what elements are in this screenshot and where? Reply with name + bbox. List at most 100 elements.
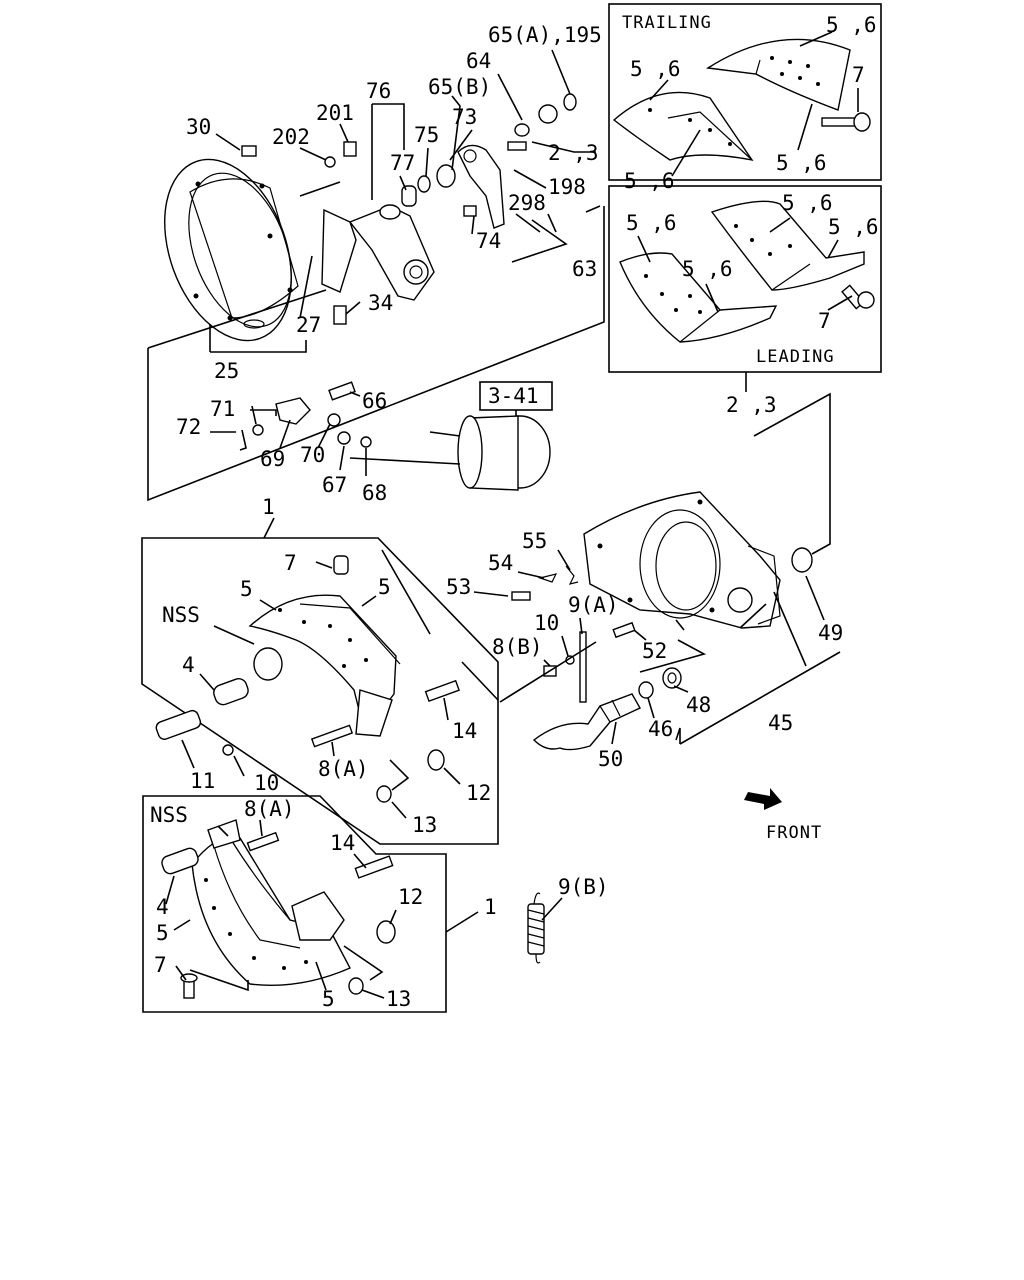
label-68: 68: [362, 481, 387, 505]
label-4-mid: 4: [182, 653, 195, 677]
front-arrow-icon: [744, 788, 782, 810]
label-8a-bottom: 8(A): [244, 797, 295, 821]
label-8b: 8(B): [492, 635, 543, 659]
trailing-bolt-icon: [821, 112, 871, 132]
label-leading-5-6-c: 5 ,6: [828, 215, 879, 239]
leading-shoe-lining-right: [710, 200, 865, 291]
shoe-assembly-box-2: NSS 8(A) 14 4 12 5 1 7 5 13: [142, 795, 497, 1013]
label-53: 53: [446, 575, 471, 599]
label-14-bottom: 14: [330, 831, 355, 855]
label-trailing-5-6-c: 5 ,6: [776, 151, 827, 175]
label-64: 64: [466, 49, 491, 73]
label-298: 298: [508, 191, 546, 215]
chamber-bracket-icon: [239, 381, 372, 451]
label-9a: 9(A): [568, 593, 619, 617]
label-69: 69: [260, 447, 285, 471]
spider-housing-icon: [583, 491, 813, 629]
label-5-mid-left: 5: [240, 577, 253, 601]
label-12-bottom: 12: [398, 885, 423, 909]
leading-shoe-lining-left: [619, 252, 778, 343]
brake-shoe-icon: [248, 594, 401, 737]
label-201: 201: [316, 101, 354, 125]
shoe-assembly-box-1: 1 7 5 5 NSS 4 11 10 8(A) 14 12: [141, 495, 499, 845]
label-1-top: 1: [262, 495, 275, 519]
slack-adjuster-icon: [401, 144, 505, 229]
label-9b: 9(B): [558, 875, 609, 899]
springs-pins-icon: [511, 565, 636, 703]
brake-shoe-lower-icon: [191, 819, 351, 986]
leading-bolt-icon: [841, 284, 875, 310]
label-nss-top: NSS: [162, 603, 200, 627]
label-198: 198: [548, 175, 586, 199]
lower-pins-icon: [161, 831, 396, 999]
label-7-mid: 7: [284, 551, 297, 575]
spring-9b-icon: [527, 892, 545, 964]
front-direction-label: FRONT: [766, 823, 822, 843]
trailing-shoe-lining-upper: [705, 38, 851, 111]
trailing-shoe-box: TRAILING 5 ,6 5 ,6 7 5 ,6 5 ,6: [608, 3, 882, 193]
label-70: 70: [300, 443, 325, 467]
label-14-mid: 14: [452, 719, 477, 743]
label-65a-195: 65(A),195: [488, 23, 602, 47]
label-5-bottom-right: 5: [322, 987, 335, 1011]
label-10-left: 10: [254, 771, 279, 795]
ref-box-3-41: 3-41: [479, 381, 553, 430]
label-46: 46: [648, 717, 673, 741]
label-71: 71: [210, 397, 235, 421]
leading-shoe-box: LEADING 5 ,6 5 ,6 5 ,6 5 ,6 7: [608, 185, 882, 373]
label-63: 63: [572, 257, 597, 281]
label-trailing-5-6-b: 5 ,6: [630, 57, 681, 81]
leading-caption: LEADING: [756, 347, 835, 367]
label-55: 55: [522, 529, 547, 553]
label-25: 25: [214, 359, 239, 383]
label-52: 52: [642, 639, 667, 663]
label-202: 202: [272, 125, 310, 149]
label-8a-mid: 8(A): [318, 757, 369, 781]
label-2-3-mid: 2 ,3: [726, 393, 777, 417]
bracket-icon: [321, 204, 435, 301]
label-5-mid-right: 5: [378, 575, 391, 599]
label-75: 75: [414, 123, 439, 147]
label-trailing-7: 7: [852, 63, 865, 87]
label-leading-7: 7: [818, 309, 831, 333]
label-49: 49: [818, 621, 843, 645]
label-74: 74: [476, 229, 501, 253]
label-2-3-top: 2 ,3: [548, 141, 599, 165]
label-5-bottom-left: 5: [156, 921, 169, 945]
label-10-right: 10: [534, 611, 559, 635]
trailing-caption: TRAILING: [622, 13, 712, 33]
camshaft-icon: [532, 667, 682, 751]
label-13-mid: 13: [412, 813, 437, 837]
label-50: 50: [598, 747, 623, 771]
label-66: 66: [362, 389, 387, 413]
label-48: 48: [686, 693, 711, 717]
label-65b: 65(B): [428, 75, 491, 99]
label-leading-5-6-d: 5 ,6: [682, 257, 733, 281]
backing-plate-icon: [164, 158, 299, 342]
label-4-bottom: 4: [156, 895, 169, 919]
label-45: 45: [768, 711, 793, 735]
label-leading-5-6-a: 5 ,6: [626, 211, 677, 235]
label-72: 72: [176, 415, 201, 439]
label-12-mid: 12: [466, 781, 491, 805]
brake-chamber-icon: [349, 415, 551, 491]
label-67: 67: [322, 473, 347, 497]
label-13-bottom: 13: [386, 987, 411, 1011]
ref-3-41-label: 3-41: [488, 384, 539, 408]
label-trailing-5-6-d: 5 ,6: [624, 169, 675, 193]
label-77: 77: [390, 151, 415, 175]
label-76: 76: [366, 79, 391, 103]
small-hardware-icons: [241, 93, 577, 325]
pins-rollers-icon: [155, 555, 460, 803]
label-trailing-5-6-a: 5 ,6: [826, 13, 877, 37]
label-11: 11: [190, 769, 215, 793]
label-7-bottom: 7: [154, 953, 167, 977]
label-54: 54: [488, 551, 513, 575]
label-leading-5-6-b: 5 ,6: [782, 191, 833, 215]
label-nss-bottom: NSS: [150, 803, 188, 827]
label-30: 30: [186, 115, 211, 139]
trailing-shoe-lining-lower: [612, 91, 754, 162]
label-73: 73: [452, 105, 477, 129]
label-34: 34: [368, 291, 393, 315]
